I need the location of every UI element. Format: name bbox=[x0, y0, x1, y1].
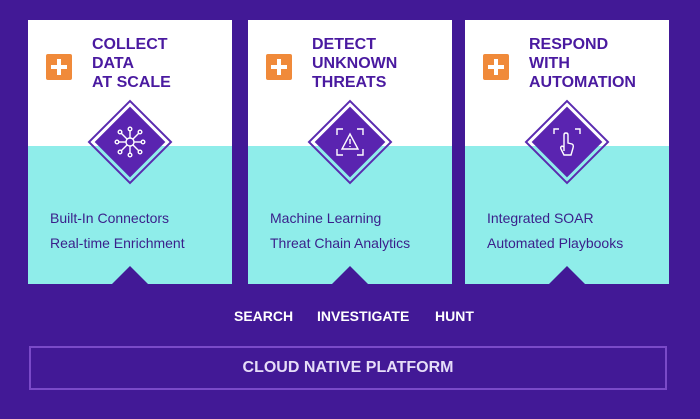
card-collect: COLLECT DATA AT SCALE Built-In Connector… bbox=[28, 20, 232, 284]
feature-list: Integrated SOAR Automated Playbooks bbox=[487, 206, 623, 256]
feature-item: Threat Chain Analytics bbox=[270, 235, 411, 251]
action-search: SEARCH bbox=[234, 308, 294, 324]
notch-arrow bbox=[549, 266, 585, 284]
feature-item: Automated Playbooks bbox=[487, 235, 624, 251]
action-investigate: INVESTIGATE bbox=[317, 308, 410, 324]
plus-icon bbox=[46, 54, 72, 80]
notch-arrow bbox=[112, 266, 148, 284]
feature-list: Machine Learning Threat Chain Analytics bbox=[270, 206, 410, 256]
card-title: RESPOND WITH AUTOMATION bbox=[529, 36, 636, 91]
plus-icon bbox=[266, 54, 292, 80]
feature-item: Real-time Enrichment bbox=[50, 235, 185, 251]
platform-bar: CLOUD NATIVE PLATFORM bbox=[29, 346, 667, 390]
feature-item: Integrated SOAR bbox=[487, 210, 594, 226]
card-title: DETECT UNKNOWN THREATS bbox=[312, 36, 398, 91]
action-labels: SEARCH INVESTIGATE HUNT bbox=[0, 308, 700, 328]
card-detect: DETECT UNKNOWN THREATS Machine Learning … bbox=[248, 20, 452, 284]
notch-arrow bbox=[332, 266, 368, 284]
feature-item: Built-In Connectors bbox=[50, 210, 170, 226]
platform-label: CLOUD NATIVE PLATFORM bbox=[242, 359, 454, 376]
feature-list: Built-In Connectors Real-time Enrichment bbox=[50, 206, 185, 256]
action-hunt: HUNT bbox=[435, 308, 474, 324]
card-respond: RESPOND WITH AUTOMATION Integrated SOAR … bbox=[465, 20, 669, 284]
plus-icon bbox=[483, 54, 509, 80]
feature-item: Machine Learning bbox=[270, 210, 382, 226]
card-title: COLLECT DATA AT SCALE bbox=[92, 36, 171, 91]
